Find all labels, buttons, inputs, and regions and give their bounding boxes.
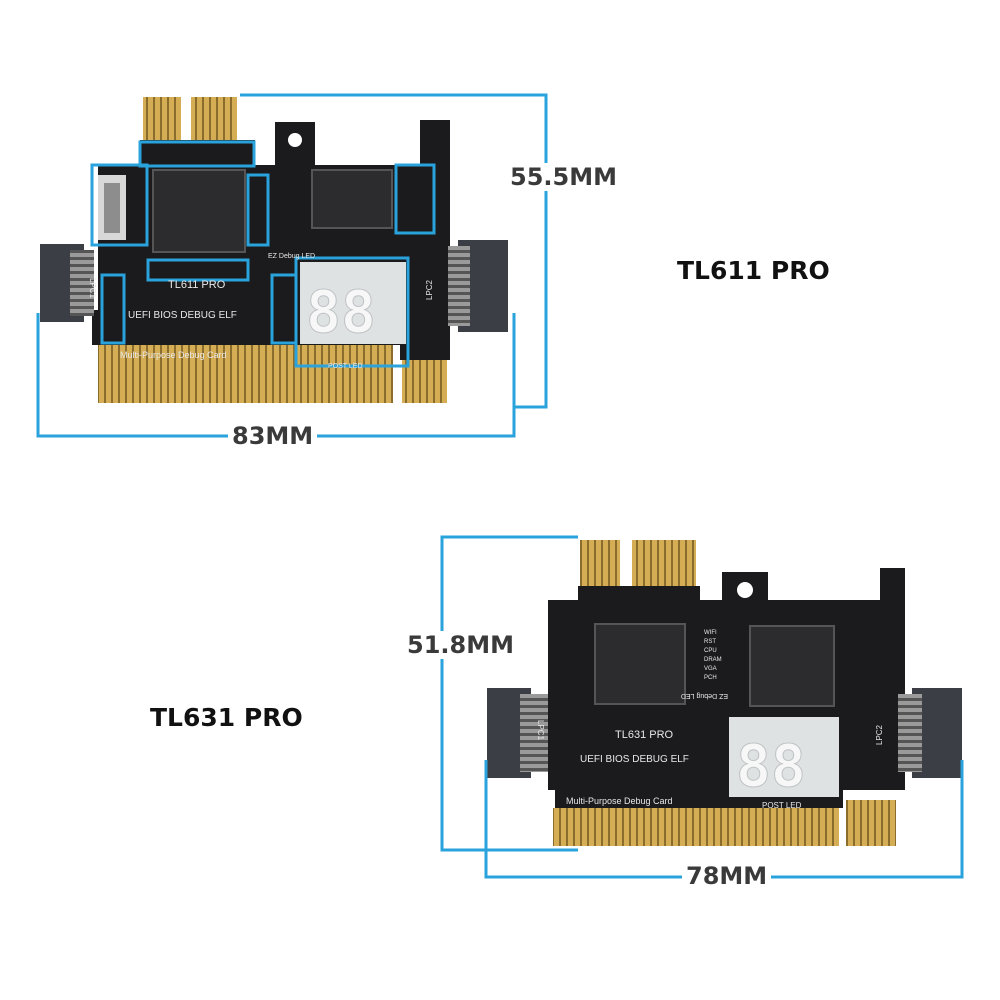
bottom-card-pci-finger (553, 808, 839, 846)
bottom-card-chip-right (749, 625, 835, 707)
top-card-silk-model: TL611 PRO (168, 279, 226, 291)
top-card-name: TL611 PRO (677, 256, 830, 285)
svg-text:88: 88 (736, 732, 806, 800)
bottom-card-led-labels: WIFI RST CPU DRAM VGA PCH (704, 630, 722, 681)
bottom-card-name: TL631 PRO (150, 703, 303, 732)
top-card-chip-left (152, 169, 246, 253)
top-card-highlight-8 (246, 173, 270, 247)
top-card-silk-lpc1: LPC1 (88, 278, 97, 299)
bottom-card-pcie-finger-a (580, 540, 620, 588)
bottom-card-lpc2-pins (898, 694, 922, 772)
top-width-dimension: 83MM (228, 422, 318, 450)
top-card-highlight-6 (294, 256, 410, 368)
bottom-card-mount-hole (737, 582, 753, 598)
bottom-card-silk-lpc2: LPC2 (875, 724, 884, 745)
top-card-silk-debug-led: EZ Debug LED (268, 253, 315, 260)
top-card-pci-finger (98, 345, 393, 403)
bottom-height-dimension: 51.8MM (403, 631, 518, 659)
led-label: DRAM (704, 657, 722, 663)
top-card-mount-hole (288, 133, 302, 147)
top-card-silk-bios: UEFI BIOS DEBUG ELF (128, 310, 237, 321)
bottom-card-silk-model: TL631 PRO (615, 729, 674, 741)
top-card-highlight-2 (90, 163, 149, 247)
bottom-card-pci-finger-right (846, 800, 896, 846)
top-card-lpc2-pins (448, 246, 470, 326)
top-card-silk-post-led: POST LED (328, 363, 363, 370)
bottom-card-silk-bios: UEFI BIOS DEBUG ELF (580, 754, 689, 765)
bottom-card-lpc1-pins (520, 694, 548, 772)
bottom-card-silk-purpose: Multi-Purpose Debug Card (566, 796, 673, 806)
top-card-highlight-1 (138, 140, 256, 168)
top-card-silk-lpc2: LPC2 (425, 279, 434, 300)
led-label: WIFI (704, 630, 717, 636)
led-label: VGA (704, 666, 717, 672)
top-card: 88 TL611 PRO UEFI BIOS DEBUG ELF Multi-P… (40, 97, 508, 403)
top-card-chip-right (311, 169, 393, 229)
bottom-card: 88 TL631 PRO UEFI BIOS DEBUG ELF Multi-P… (487, 540, 962, 846)
bottom-width-dimension: 78MM (682, 862, 772, 890)
bottom-card-silk-debug-led: EZ Debug LED (681, 692, 728, 699)
bottom-card-silk-post-led: POST LED (762, 801, 802, 810)
led-label: CPU (704, 648, 717, 654)
bottom-card-seven-segment (729, 717, 839, 797)
top-card-pcie-finger-a (143, 97, 181, 142)
top-height-dim-line (240, 93, 548, 409)
svg-text:88: 88 (306, 278, 376, 346)
top-card-highlight-3 (146, 258, 250, 282)
top-card-pcie-finger-b (191, 97, 237, 142)
top-card-highlight-7 (394, 163, 436, 235)
top-card-seven-segment (300, 262, 406, 344)
top-card-lpc1-pins (70, 250, 94, 316)
bottom-card-silk-lpc1: LPC1 (536, 720, 545, 741)
top-card-highlight-4 (100, 273, 126, 345)
led-label: RST (704, 639, 716, 645)
bottom-height-dim-line (440, 535, 578, 852)
top-card-silk-purpose: Multi-Purpose Debug Card (120, 350, 227, 360)
led-label: PCH (704, 675, 717, 681)
top-height-dimension: 55.5MM (506, 163, 621, 191)
bottom-card-chip-left (594, 623, 686, 705)
bottom-card-pcie-finger-b (632, 540, 696, 588)
